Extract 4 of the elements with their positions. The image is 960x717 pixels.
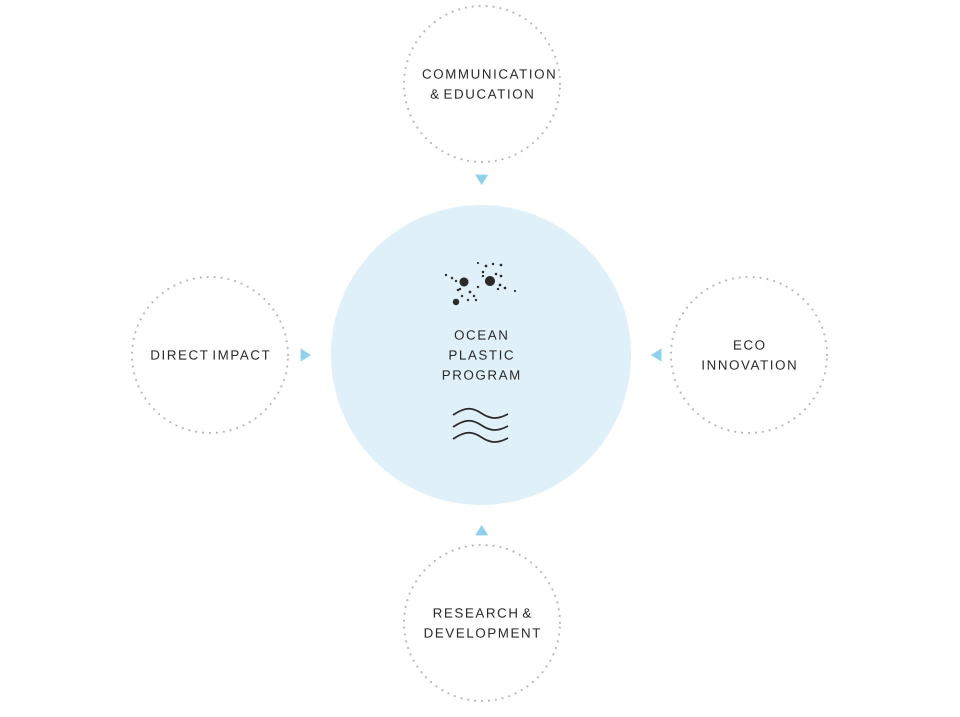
arrow-head — [475, 174, 488, 186]
arrow-head — [300, 348, 312, 362]
arrow-head — [650, 348, 662, 362]
arrow-head — [475, 524, 488, 536]
